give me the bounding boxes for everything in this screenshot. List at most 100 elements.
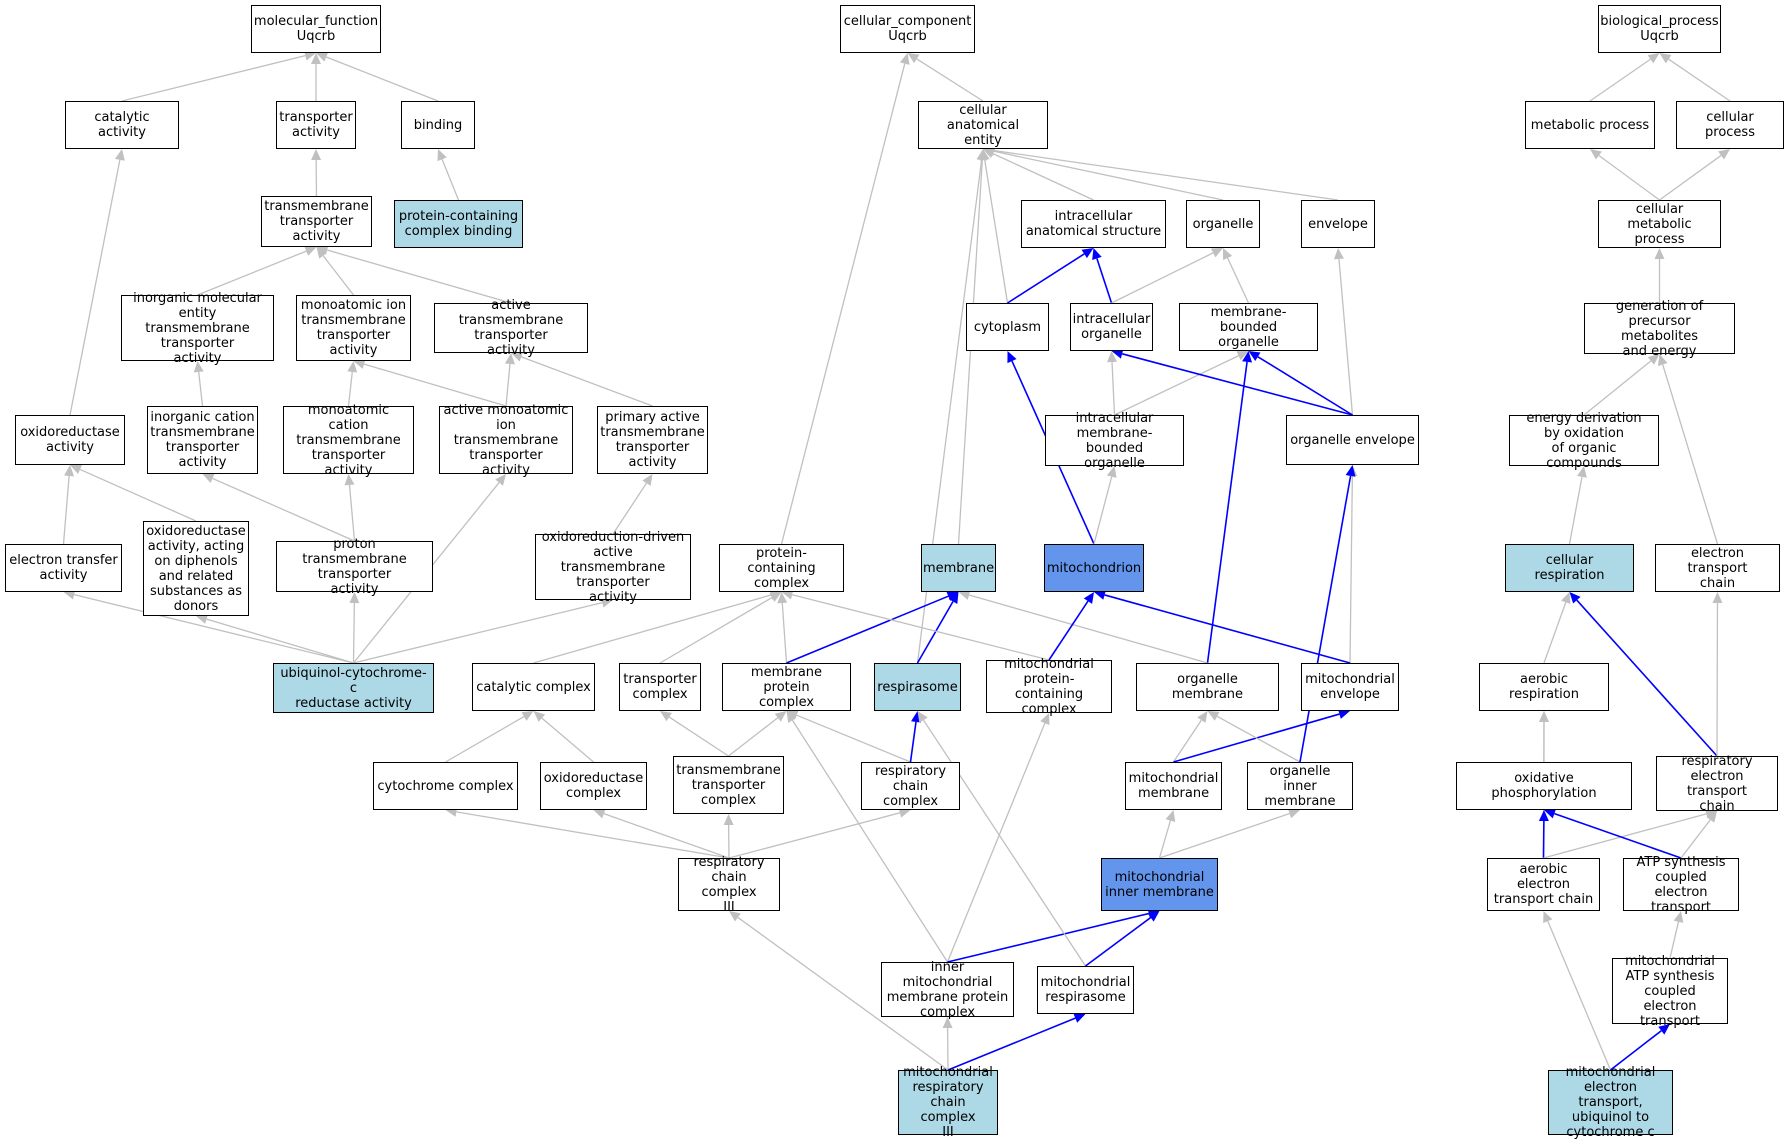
edge-arrowhead: [534, 711, 546, 722]
node-transporter-activity: transporter activity: [276, 101, 356, 149]
edge-line: [792, 720, 947, 962]
edge-line: [1548, 921, 1611, 1070]
node-intracellular-membrane-bounded-organelle: intracellular membrane-bounded organelle: [1045, 415, 1184, 466]
edge-line: [1590, 59, 1650, 101]
edge-line: [1669, 59, 1730, 101]
edge-line: [1300, 476, 1351, 762]
edge-line: [542, 718, 594, 762]
edge-line: [924, 720, 1086, 966]
edge-arrowhead: [900, 53, 910, 65]
node-inorganic-cation-tta: inorganic cation transmembrane transport…: [147, 406, 258, 474]
edge-line: [534, 595, 771, 663]
edge-line: [948, 914, 1149, 962]
node-inorganic-molecular-entity-tta: inorganic molecular entity transmembrane…: [121, 295, 274, 361]
edge-line: [1122, 354, 1352, 415]
node-monoatomic-ion-tta: monoatomic ion transmembrane transporter…: [296, 295, 411, 361]
edge-line: [660, 598, 772, 663]
edge-line: [1228, 258, 1249, 303]
edge-line: [506, 364, 510, 406]
edge-line: [948, 723, 1045, 962]
edge-line: [792, 595, 1049, 660]
node-organelle-membrane: organelle membrane: [1136, 663, 1279, 711]
edge-line: [1258, 357, 1353, 415]
edge-line: [969, 595, 1207, 663]
node-oxidoreduction-driven-active-tta: oxidoreduction-driven active transmembra…: [535, 534, 691, 600]
node-oxidative-phosphorylation: oxidative phosphorylation: [1456, 762, 1632, 810]
edge-line: [729, 813, 900, 858]
edge-line: [1208, 362, 1248, 663]
edge-arrowhead: [1197, 711, 1207, 723]
edge-line: [918, 602, 953, 663]
edge-line: [1681, 820, 1710, 858]
edge-line: [207, 619, 354, 663]
edge-arrowhead: [1539, 711, 1549, 722]
edge-line: [446, 717, 524, 762]
node-mitochondrial-protein-containing-complex: mitochondrial protein-containing complex: [986, 660, 1112, 713]
node-catalytic-activity: catalytic activity: [65, 101, 179, 149]
node-oxidoreductase-activity: oxidoreductase activity: [15, 415, 125, 465]
node-organelle-inner-membrane: organelle inner membrane: [1247, 762, 1353, 810]
edge-line: [994, 151, 1223, 200]
node-cellular-anatomical-entity: cellular anatomical entity: [918, 101, 1048, 149]
edge-line: [326, 57, 438, 101]
node-respiratory-electron-transport-chain: respiratory electron transport chain: [1656, 756, 1778, 811]
node-aerobic-electron-transport-chain: aerobic electron transport chain: [1487, 858, 1600, 911]
edge-line: [323, 256, 353, 295]
edge-arrowhead: [1334, 248, 1344, 259]
node-energy-derivation-by-oxidation: energy derivation by oxidation of organi…: [1509, 415, 1659, 466]
node-aerobic-respiration: aerobic respiration: [1479, 663, 1609, 711]
node-active-monoatomic-ion-tta: active monoatomic ion transmembrane tran…: [439, 406, 573, 474]
edge-arrowhead: [1655, 248, 1665, 259]
edge-line: [613, 483, 646, 534]
edge-line: [442, 159, 458, 200]
edge-line: [1554, 814, 1681, 858]
edge-line: [456, 812, 729, 858]
node-monoatomic-cation-tta: monoatomic cation transmembrane transpor…: [283, 406, 414, 474]
edge-line: [349, 372, 353, 406]
node-mitochondrial-respirasome: mitochondrial respirasome: [1037, 966, 1134, 1014]
node-membrane-bounded-organelle: membrane-bounded organelle: [1179, 303, 1318, 351]
edge-arrowhead: [1082, 248, 1094, 258]
node-catalytic-complex: catalytic complex: [472, 663, 595, 711]
edge-line: [1350, 476, 1352, 663]
edge-line: [1105, 595, 1350, 663]
node-inner-mitochondrial-membrane-protein-complex: inner mitochondrial membrane protein com…: [881, 962, 1014, 1017]
edge-arrowhead: [642, 474, 652, 486]
edge-arrowhead: [1718, 149, 1730, 159]
edge-line: [1663, 365, 1718, 544]
edge-arrowhead: [724, 814, 734, 825]
edge-line: [1086, 918, 1151, 966]
node-respiratory-chain-complex: respiratory chain complex: [861, 762, 960, 810]
node-cellular-metabolic-process: cellular metabolic process: [1598, 200, 1721, 248]
node-transmembrane-transporter-activity: transmembrane transporter activity: [261, 196, 372, 247]
node-oxidoreductase-activity-diphenols: oxidoreductase activity, acting on diphe…: [143, 521, 249, 616]
node-envelope: envelope: [1301, 200, 1375, 248]
edge-line: [604, 814, 729, 858]
edge-arrowhead: [660, 711, 672, 721]
edge-arrowhead: [1712, 592, 1722, 603]
edge-line: [1217, 716, 1300, 762]
edge-line: [64, 476, 70, 544]
edge-line: [1112, 253, 1214, 303]
edge-line: [782, 603, 786, 663]
edge-line: [729, 718, 778, 756]
node-biological-process-root: biological_process Uqcrb: [1598, 5, 1721, 53]
edge-line: [1544, 814, 1707, 858]
edge-line: [70, 160, 120, 415]
edge-arrowhead: [521, 711, 533, 721]
edge-line: [911, 722, 917, 762]
edge-line: [797, 715, 911, 762]
edge-line: [354, 603, 355, 663]
edge-line: [364, 364, 506, 406]
node-active-tta: active transmembrane transporter activit…: [434, 303, 588, 353]
edge-line: [985, 160, 1008, 303]
edge-line: [1570, 477, 1582, 544]
edge-line: [1599, 156, 1660, 200]
node-membrane: membrane: [921, 544, 996, 592]
node-electron-transfer-activity: electron transfer activity: [5, 544, 122, 592]
edge-line: [1660, 155, 1722, 200]
edge-line: [994, 151, 1338, 200]
node-mitochondrial-respiratory-chain-complex-iii: mitochondrial respiratory chain complex …: [898, 1070, 998, 1135]
node-respiratory-chain-complex-iii: respiratory chain complex III: [678, 858, 780, 911]
